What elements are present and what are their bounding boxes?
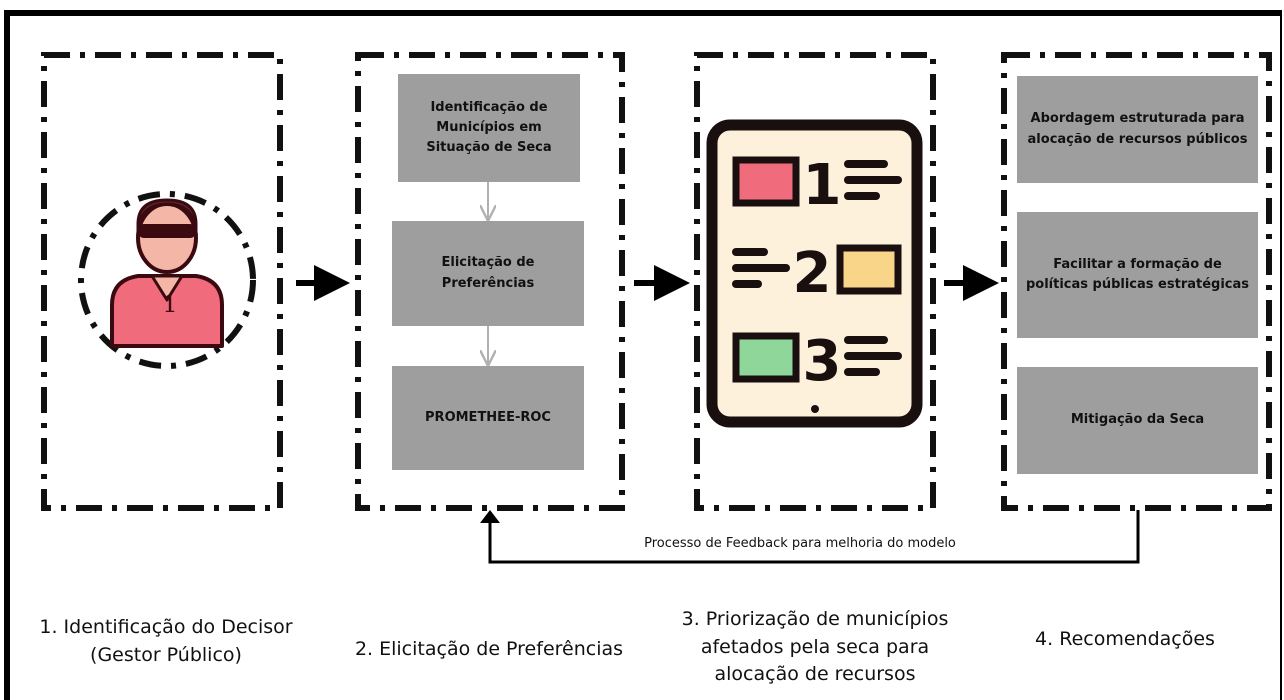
user-icon bbox=[78, 191, 256, 369]
stage3-container bbox=[694, 52, 936, 511]
ranked-list-icon: 1 2 3 bbox=[706, 119, 923, 428]
caption-stage3: 3. Priorização de municípios afetados pe… bbox=[681, 608, 949, 686]
box-abordagem-estruturada: Abordagem estruturada para alocação de r… bbox=[1017, 76, 1258, 183]
stage4-container bbox=[1001, 52, 1272, 511]
feedback-loop-line bbox=[488, 510, 1140, 564]
box-identificacao-municipios: Identificação de Municípios em Situação … bbox=[398, 74, 580, 182]
feedback-label: Processo de Feedback para melhoria do mo… bbox=[540, 536, 1060, 551]
box-elicitacao-preferencias: Elicitação de Preferências bbox=[392, 221, 584, 326]
box-promethee-roc: PROMETHEE-ROC bbox=[392, 366, 584, 470]
rank2-number: 2 bbox=[793, 241, 832, 306]
stage1-container bbox=[41, 52, 283, 511]
caption-stage2: 2. Elicitação de Preferências bbox=[354, 638, 624, 660]
user-badge-number: 1 bbox=[162, 290, 178, 318]
box-mitigacao-seca: Mitigação da Seca bbox=[1017, 367, 1258, 474]
caption-stage4: 4. Recomendações bbox=[1035, 628, 1215, 650]
rank3-box bbox=[732, 332, 800, 383]
caption-stage1: 1. Identificação do Decisor (Gestor Públ… bbox=[39, 616, 293, 666]
rank2-box bbox=[836, 244, 902, 295]
rank1-box bbox=[732, 156, 800, 207]
box-politicas-publicas: Facilitar a formação de políticas públic… bbox=[1017, 212, 1258, 338]
outer-frame bbox=[4, 10, 1282, 700]
rank3-number: 3 bbox=[803, 329, 842, 394]
feedback-arrowhead bbox=[480, 510, 500, 523]
rank1-number: 1 bbox=[803, 153, 842, 218]
